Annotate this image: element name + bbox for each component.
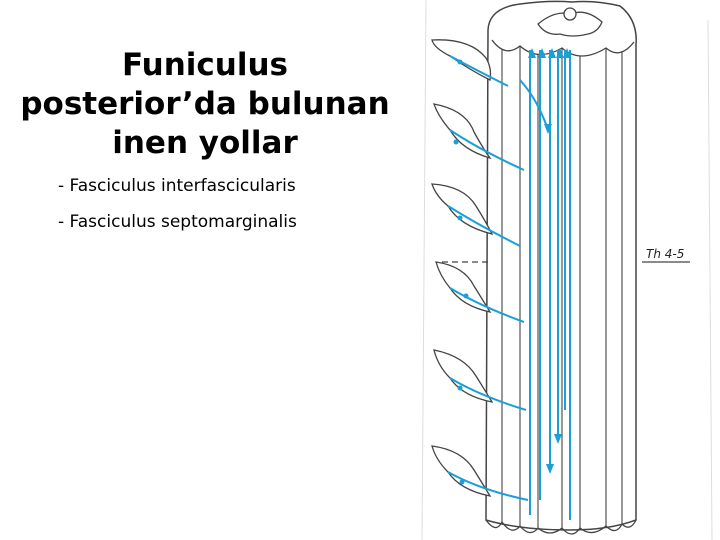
column-lines (501, 40, 623, 528)
segment-label: Th 4-5 (646, 247, 684, 261)
nerve-roots (431, 39, 494, 497)
spinal-cord-column (485, 0, 637, 531)
bullet-list: - Fasciculus interfascicularis - Fascicu… (58, 176, 297, 248)
title-line-3: inen yollar (112, 125, 298, 161)
tract-arrows (453, 48, 571, 485)
bullet-fasciculus-septomarginalis: - Fasciculus septomarginalis (58, 212, 297, 232)
bullet-fasciculus-interfascicularis: - Fasciculus interfascicularis (58, 176, 296, 196)
title-line-2: posterior’da bulunan (20, 86, 390, 122)
title-line-1: Funiculus (122, 47, 288, 83)
slide-title: Funiculus posterior’da bulunan inen yoll… (0, 46, 410, 163)
cross-section (491, 7, 635, 57)
bottom-lobes (485, 519, 637, 535)
spinal-cord-illustration: Th 4-5 (421, 0, 713, 540)
